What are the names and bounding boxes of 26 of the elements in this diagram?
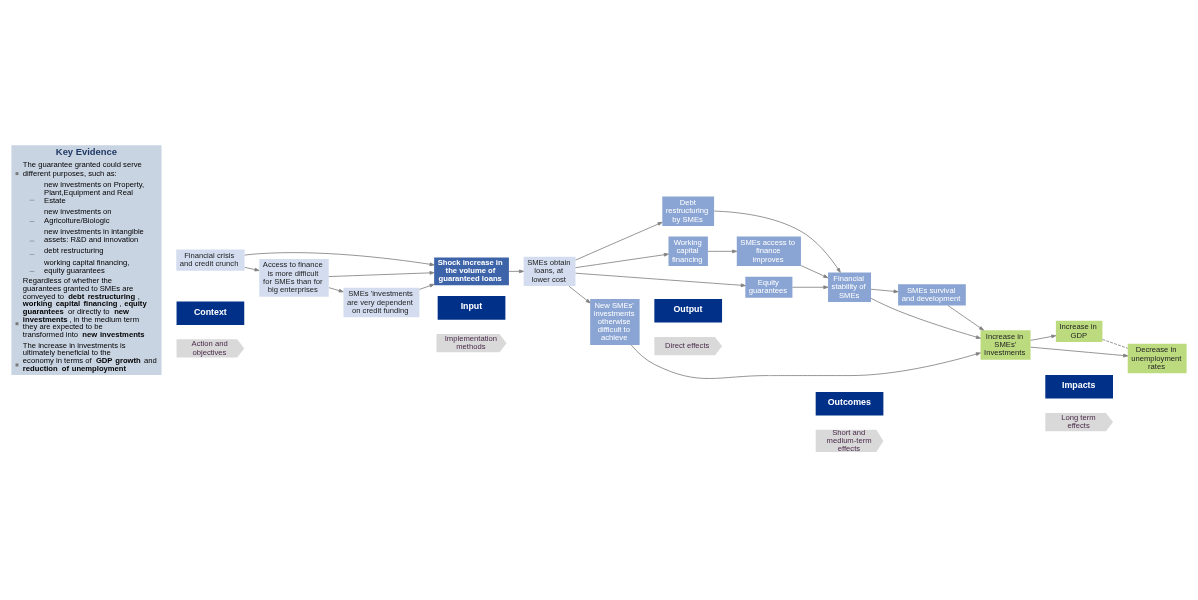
arrow	[800, 264, 829, 278]
arrow	[1030, 334, 1057, 341]
node-box: Output	[654, 298, 723, 323]
arrow	[328, 286, 344, 292]
node-box: Input	[437, 295, 506, 320]
arrow	[244, 266, 260, 271]
arrow	[568, 285, 591, 303]
connector	[1102, 338, 1129, 349]
arrow	[575, 252, 669, 268]
arrow	[713, 210, 841, 273]
node-box: Impacts	[1045, 374, 1113, 399]
arrow	[792, 284, 829, 289]
arrow	[870, 288, 899, 293]
node-box: Context	[176, 300, 245, 325]
arrow	[575, 272, 746, 287]
arrow	[870, 297, 981, 339]
arrow	[419, 283, 435, 290]
arrow	[630, 344, 981, 379]
arrow	[244, 251, 435, 266]
arrow	[575, 221, 663, 261]
arrow	[947, 304, 984, 331]
arrow	[508, 269, 524, 273]
arrow	[707, 249, 738, 253]
node-box: Outcomes	[815, 391, 884, 416]
arrow	[1030, 346, 1129, 357]
arrow	[328, 270, 435, 277]
